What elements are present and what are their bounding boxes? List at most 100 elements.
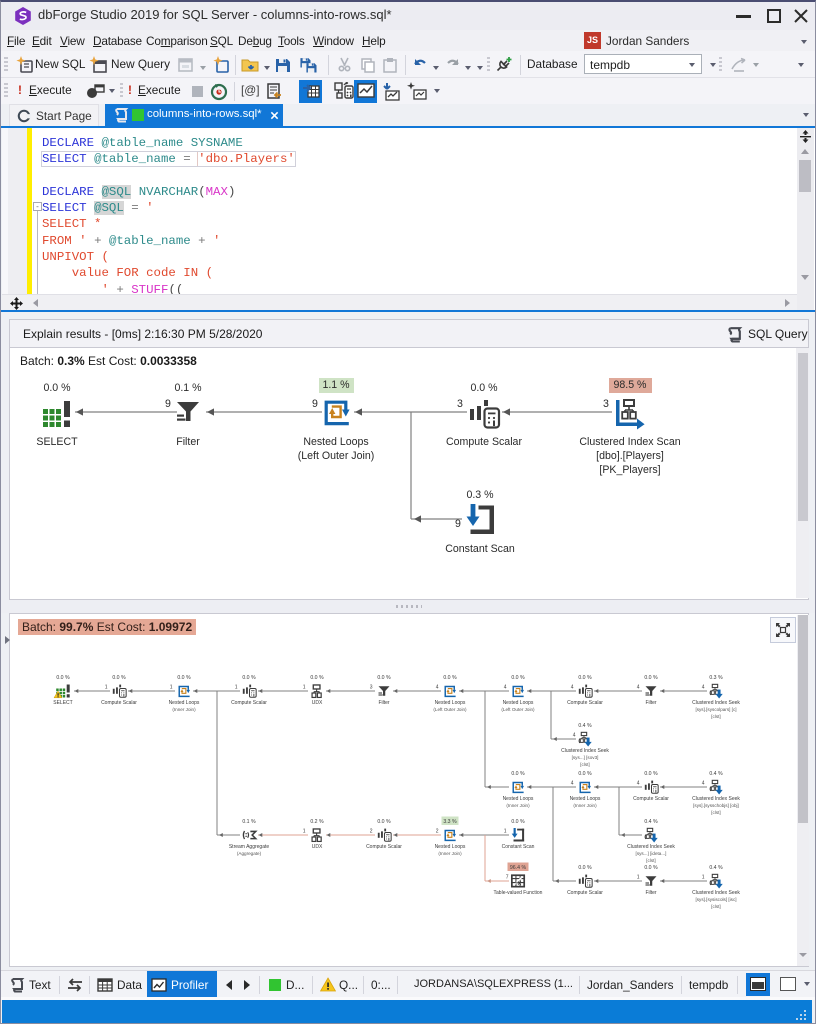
svg-text:4: 4 (504, 685, 507, 691)
svg-text:2: 2 (436, 829, 439, 835)
svg-text:1.1 %: 1.1 % (322, 379, 350, 391)
svg-text:Clustered Index Seek: Clustered Index Seek (692, 796, 740, 802)
svg-text:98.5 %: 98.5 % (614, 379, 648, 391)
svg-text:Compute Scalar: Compute Scalar (633, 796, 669, 802)
svg-text:(Aggregate): (Aggregate) (237, 851, 262, 856)
svg-text:0.0 %: 0.0 % (377, 675, 391, 681)
svg-text:Compute Scalar: Compute Scalar (101, 700, 137, 706)
svg-text:(Inner Join): (Inner Join) (172, 707, 196, 712)
svg-text:0.2 %: 0.2 % (310, 819, 324, 825)
svg-text:9: 9 (312, 398, 318, 410)
svg-text:Filter: Filter (378, 700, 389, 706)
svg-text:Nested Loops: Nested Loops (303, 436, 368, 448)
svg-text:0.3 %: 0.3 % (709, 675, 723, 681)
svg-text:[sys...] [sov3]: [sys...] [sov3] (572, 755, 599, 760)
svg-text:0.0 %: 0.0 % (443, 675, 457, 681)
svg-text:7: 7 (506, 875, 509, 881)
svg-text:4: 4 (573, 733, 576, 739)
svg-text:0.0 %: 0.0 % (242, 675, 256, 681)
svg-text:Filter: Filter (645, 890, 656, 896)
svg-text:1: 1 (637, 875, 640, 881)
svg-text:(Left Outer Join): (Left Outer Join) (298, 450, 375, 462)
svg-text:[sys].[sysschobjs] [obj]: [sys].[sysschobjs] [obj] (693, 803, 739, 808)
svg-text:Stream Aggregate: Stream Aggregate (229, 844, 270, 850)
svg-text:Clustered Index Seek: Clustered Index Seek (692, 890, 740, 896)
svg-text:[clst]: [clst] (580, 762, 589, 767)
svg-text:0.1 %: 0.1 % (174, 382, 202, 394)
svg-text:(Inner Join): (Inner Join) (438, 851, 462, 856)
svg-text:3: 3 (457, 398, 463, 410)
svg-text:[clst]: [clst] (646, 858, 655, 863)
svg-text:UDX: UDX (312, 700, 323, 706)
svg-text:0.4 %: 0.4 % (644, 819, 658, 825)
svg-text:0.0 %: 0.0 % (470, 382, 498, 394)
svg-text:Nested Loops: Nested Loops (570, 796, 601, 802)
svg-text:4: 4 (702, 685, 705, 691)
svg-text:0.0 %: 0.0 % (578, 865, 592, 871)
svg-text:[clst]: [clst] (711, 714, 720, 719)
svg-text:4: 4 (571, 781, 574, 787)
svg-text:[sys].[syscolpars] [c]: [sys].[syscolpars] [c] (695, 707, 736, 712)
svg-text:0.0 %: 0.0 % (56, 675, 70, 681)
svg-text:SELECT: SELECT (53, 700, 72, 706)
svg-text:Constant Scan: Constant Scan (502, 844, 535, 850)
svg-text:Compute Scalar: Compute Scalar (567, 890, 603, 896)
svg-text:3: 3 (370, 685, 373, 691)
svg-text:Clustered Index Seek: Clustered Index Seek (561, 748, 609, 754)
svg-text:1: 1 (170, 685, 173, 691)
svg-text:1: 1 (504, 829, 507, 835)
svg-text:0.0 %: 0.0 % (578, 771, 592, 777)
svg-text:4: 4 (436, 685, 439, 691)
svg-text:Compute Scalar: Compute Scalar (366, 844, 402, 850)
svg-text:Nested Loops: Nested Loops (435, 844, 466, 850)
svg-text:0.0 %: 0.0 % (644, 771, 658, 777)
svg-text:0.4 %: 0.4 % (709, 865, 723, 871)
svg-text:0.0 %: 0.0 % (511, 675, 525, 681)
svg-text:0.0 %: 0.0 % (644, 865, 658, 871)
svg-text:1: 1 (105, 685, 108, 691)
svg-text:0.0 %: 0.0 % (177, 675, 191, 681)
svg-text:3.3 %: 3.3 % (443, 819, 457, 825)
svg-text:9: 9 (165, 398, 171, 410)
svg-text:Compute Scalar: Compute Scalar (231, 700, 267, 706)
svg-text:0.4 %: 0.4 % (709, 771, 723, 777)
svg-text:[sys].[sysiscols] [isc]: [sys].[sysiscols] [isc] (695, 897, 736, 902)
svg-text:[clst]: [clst] (711, 904, 720, 909)
svg-text:Nested Loops: Nested Loops (503, 700, 534, 706)
svg-text:1: 1 (702, 875, 705, 881)
svg-text:(Inner Join): (Inner Join) (506, 803, 530, 808)
svg-text:9: 9 (455, 518, 461, 530)
svg-text:1: 1 (235, 685, 238, 691)
svg-text:[sys...] [ideta...]: [sys...] [ideta...] (636, 851, 667, 856)
svg-text:0.0 %: 0.0 % (511, 771, 525, 777)
svg-text:4: 4 (571, 685, 574, 691)
svg-text:[PK_Players]: [PK_Players] (599, 464, 660, 476)
svg-text:(Left Outer Join): (Left Outer Join) (501, 707, 535, 712)
svg-text:0.4 %: 0.4 % (578, 723, 592, 729)
svg-text:1: 1 (303, 685, 306, 691)
svg-text:Constant Scan: Constant Scan (445, 543, 515, 555)
svg-text:0.0 %: 0.0 % (578, 675, 592, 681)
svg-text:Nested Loops: Nested Loops (435, 700, 466, 706)
svg-text:4: 4 (637, 685, 640, 691)
svg-text:Nested Loops: Nested Loops (169, 700, 200, 706)
svg-text:Compute Scalar: Compute Scalar (567, 700, 603, 706)
svg-text:[clst]: [clst] (711, 810, 720, 815)
svg-text:Clustered Index Scan: Clustered Index Scan (579, 436, 680, 448)
svg-text:4: 4 (702, 781, 705, 787)
svg-text:UDX: UDX (312, 844, 323, 850)
svg-text:0.0 %: 0.0 % (310, 675, 324, 681)
svg-text:0.3 %: 0.3 % (466, 489, 494, 501)
svg-text:0.1 %: 0.1 % (242, 819, 256, 825)
svg-text:4: 4 (637, 781, 640, 787)
svg-text:Clustered Index Seek: Clustered Index Seek (627, 844, 675, 850)
svg-text:1: 1 (303, 829, 306, 835)
svg-text:96.4 %: 96.4 % (510, 865, 527, 871)
svg-text:0.0 %: 0.0 % (112, 675, 126, 681)
svg-text:2: 2 (370, 829, 373, 835)
svg-text:Filter: Filter (176, 436, 200, 448)
svg-text:0.0 %: 0.0 % (511, 819, 525, 825)
svg-text:(Inner Join): (Inner Join) (573, 803, 597, 808)
svg-text:Compute Scalar: Compute Scalar (446, 436, 522, 448)
svg-text:Nested Loops: Nested Loops (503, 796, 534, 802)
